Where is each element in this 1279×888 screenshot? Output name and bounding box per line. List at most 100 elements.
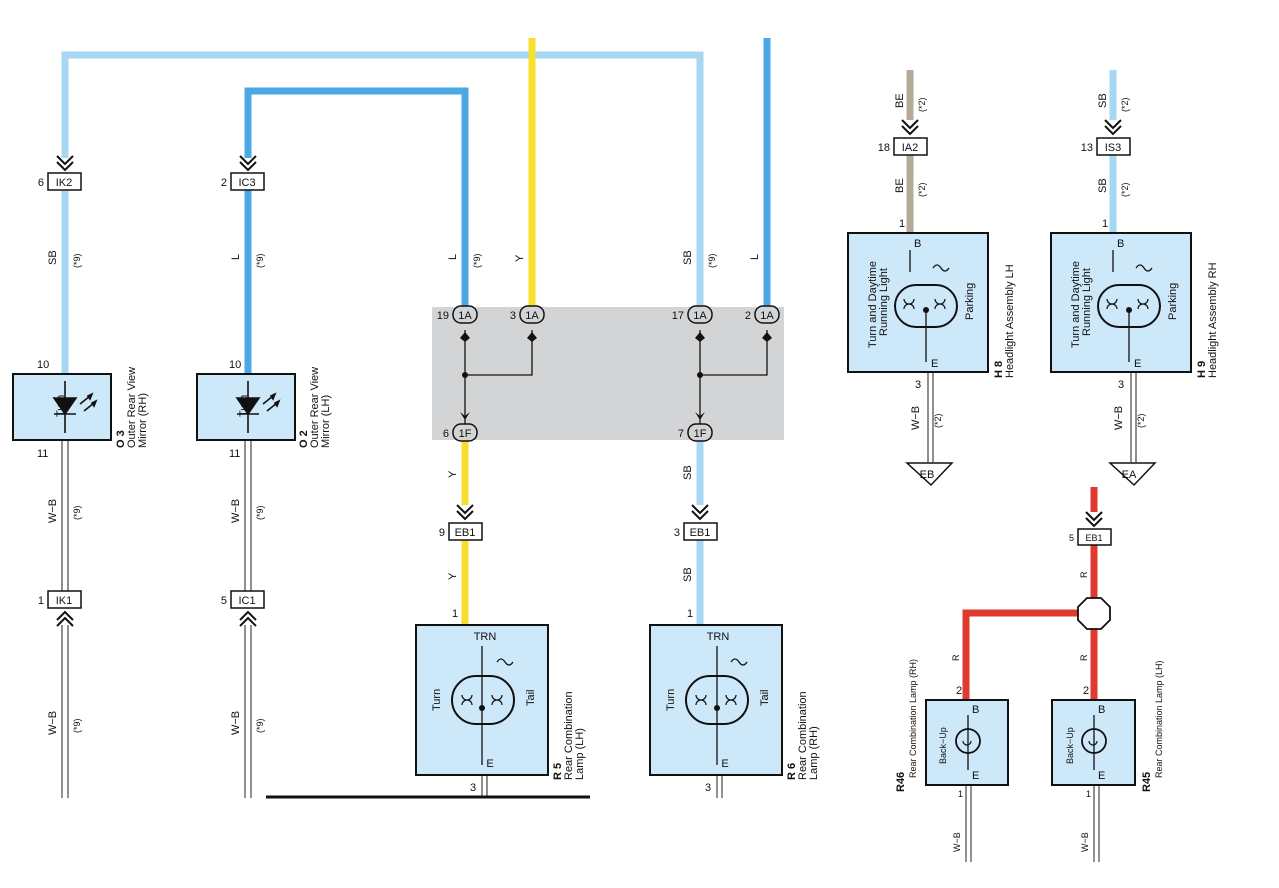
h8-right-label: Parking <box>964 283 976 320</box>
h8-name: Headlight Assembly LH <box>1004 264 1016 378</box>
svg-text:(*9): (*9) <box>707 253 717 268</box>
svg-text:(*2): (*2) <box>933 413 943 428</box>
led-symbols <box>52 381 281 433</box>
svg-text:(*9): (*9) <box>72 253 82 268</box>
o3-ref: O 3 <box>115 430 127 448</box>
r5-bottom-label: E <box>486 758 493 770</box>
svg-text:(*9): (*9) <box>472 253 482 268</box>
svg-text:W−B: W−B <box>910 406 922 430</box>
h9-pin-top: 1 <box>1102 218 1108 230</box>
r46-bottom-label: E <box>972 770 979 782</box>
pill-pin-19: 19 <box>437 310 449 322</box>
r6-name-1: Rear Combination <box>797 691 809 780</box>
o2-pin-top: 10 <box>229 359 241 371</box>
conn-ia2: IA2 <box>902 142 919 154</box>
conn-eb1-left-pin: 9 <box>439 527 445 539</box>
o3-pin-top: 10 <box>37 359 49 371</box>
conn-ic3: IC3 <box>238 177 255 189</box>
r45-pin-top: 2 <box>1083 685 1089 697</box>
o3-inner-label: Turn <box>55 395 67 417</box>
h8-ref: H 8 <box>993 361 1005 378</box>
r45-inner-label: Back−Up <box>1065 727 1075 764</box>
o2-inner-label: Turn <box>238 395 250 417</box>
ground-eb-symbol <box>905 462 954 487</box>
svg-text:R: R <box>1079 571 1089 578</box>
o2-pin-bottom: 11 <box>229 448 240 460</box>
conn-ik2-pin: 6 <box>38 177 44 189</box>
svg-text:W−B: W−B <box>952 832 962 852</box>
svg-text:W−B: W−B <box>47 499 59 523</box>
svg-text:(*2): (*2) <box>1136 413 1146 428</box>
svg-text:W−B: W−B <box>1080 832 1090 852</box>
svg-text:L: L <box>749 254 761 260</box>
conn-ic1: IC1 <box>238 595 255 607</box>
h9-left-label-1: Turn and Daytime <box>1070 261 1082 348</box>
pill-pin-17: 17 <box>672 310 684 322</box>
junction-arrows <box>460 332 772 420</box>
junction-block <box>432 307 784 440</box>
conn-eb1-left: EB1 <box>455 527 476 539</box>
conn-ik1: IK1 <box>56 595 73 607</box>
pill-pin-3: 3 <box>510 310 516 322</box>
svg-text:SB: SB <box>682 250 694 265</box>
h9-ref: H 9 <box>1196 361 1208 378</box>
pill-label-17: 1A <box>693 310 707 322</box>
r5-top-label: TRN <box>474 631 497 643</box>
o2-name-2: Mirror (LH) <box>320 395 332 448</box>
wire-sb-top-loop <box>61 51 704 307</box>
svg-text:BE: BE <box>894 93 906 108</box>
wire-l-loop <box>244 87 469 307</box>
r5-right-label: Tail <box>525 689 537 706</box>
svg-text:BE: BE <box>894 178 906 193</box>
r6-pin-bottom: 3 <box>705 782 711 794</box>
h9-right-label: Parking <box>1167 283 1179 320</box>
svg-text:(*9): (*9) <box>255 253 265 268</box>
svg-text:(*9): (*9) <box>255 718 265 733</box>
pill-label-2: 1A <box>760 310 774 322</box>
r6-name-2: Lamp (RH) <box>808 726 820 780</box>
h9-name: Headlight Assembly RH <box>1207 262 1219 378</box>
pill-pin-2: 2 <box>745 310 751 322</box>
ground-eb-label: EB <box>920 469 935 481</box>
conn-is3: IS3 <box>1105 142 1122 154</box>
svg-text:W−B: W−B <box>1113 406 1125 430</box>
r46-pin-top: 2 <box>956 685 962 697</box>
r45-pin-bottom: 1 <box>1086 789 1091 799</box>
r46-pin-bottom: 1 <box>958 789 963 799</box>
svg-text:(*2): (*2) <box>1120 97 1130 112</box>
r6-right-label: Tail <box>759 689 771 706</box>
o3-name-1: Outer Rear View <box>126 367 138 448</box>
h8-left-label-2: Running Light <box>878 268 890 336</box>
r5-pin-bottom: 3 <box>470 782 476 794</box>
r46-ref: R46 <box>895 772 907 792</box>
r5-name-1: Rear Combination <box>563 691 575 780</box>
svg-text:(*2): (*2) <box>917 97 927 112</box>
wire-r-r46 <box>962 609 1078 700</box>
ground-ea-label: EA <box>1122 469 1137 481</box>
h8-top-label: B <box>914 238 921 250</box>
svg-text:(*2): (*2) <box>1120 182 1130 197</box>
r45-ref: R45 <box>1141 772 1153 792</box>
h9-pin-bottom: 3 <box>1118 379 1124 391</box>
conn-ia2-pin: 18 <box>878 142 890 154</box>
conn-is3-pin: 13 <box>1081 142 1093 154</box>
svg-text:W−B: W−B <box>230 499 242 523</box>
h8-pin-top: 1 <box>899 218 905 230</box>
pill-label-7: 1F <box>694 428 707 440</box>
svg-text:(*9): (*9) <box>72 505 82 520</box>
wire-labels: SB (*9) L (*9) L (*9) Y SB (*9) L W−B (*… <box>47 93 1146 852</box>
r6-pin-top: 1 <box>687 608 693 620</box>
r5-name-2: Lamp (LH) <box>574 728 586 780</box>
pill-pin-7: 7 <box>678 428 684 440</box>
conn-eb1-right: EB1 <box>1085 533 1102 543</box>
pill-label-19: 1A <box>458 310 472 322</box>
chevrons <box>56 119 1122 627</box>
svg-text:SB: SB <box>47 250 59 265</box>
conn-ik1-pin: 1 <box>38 595 44 607</box>
o3-pin-bottom: 11 <box>37 448 48 460</box>
svg-text:R: R <box>1079 654 1089 661</box>
r45-bottom-label: E <box>1098 770 1105 782</box>
svg-text:Y: Y <box>447 470 459 478</box>
r5-left-label: Turn <box>431 689 443 711</box>
